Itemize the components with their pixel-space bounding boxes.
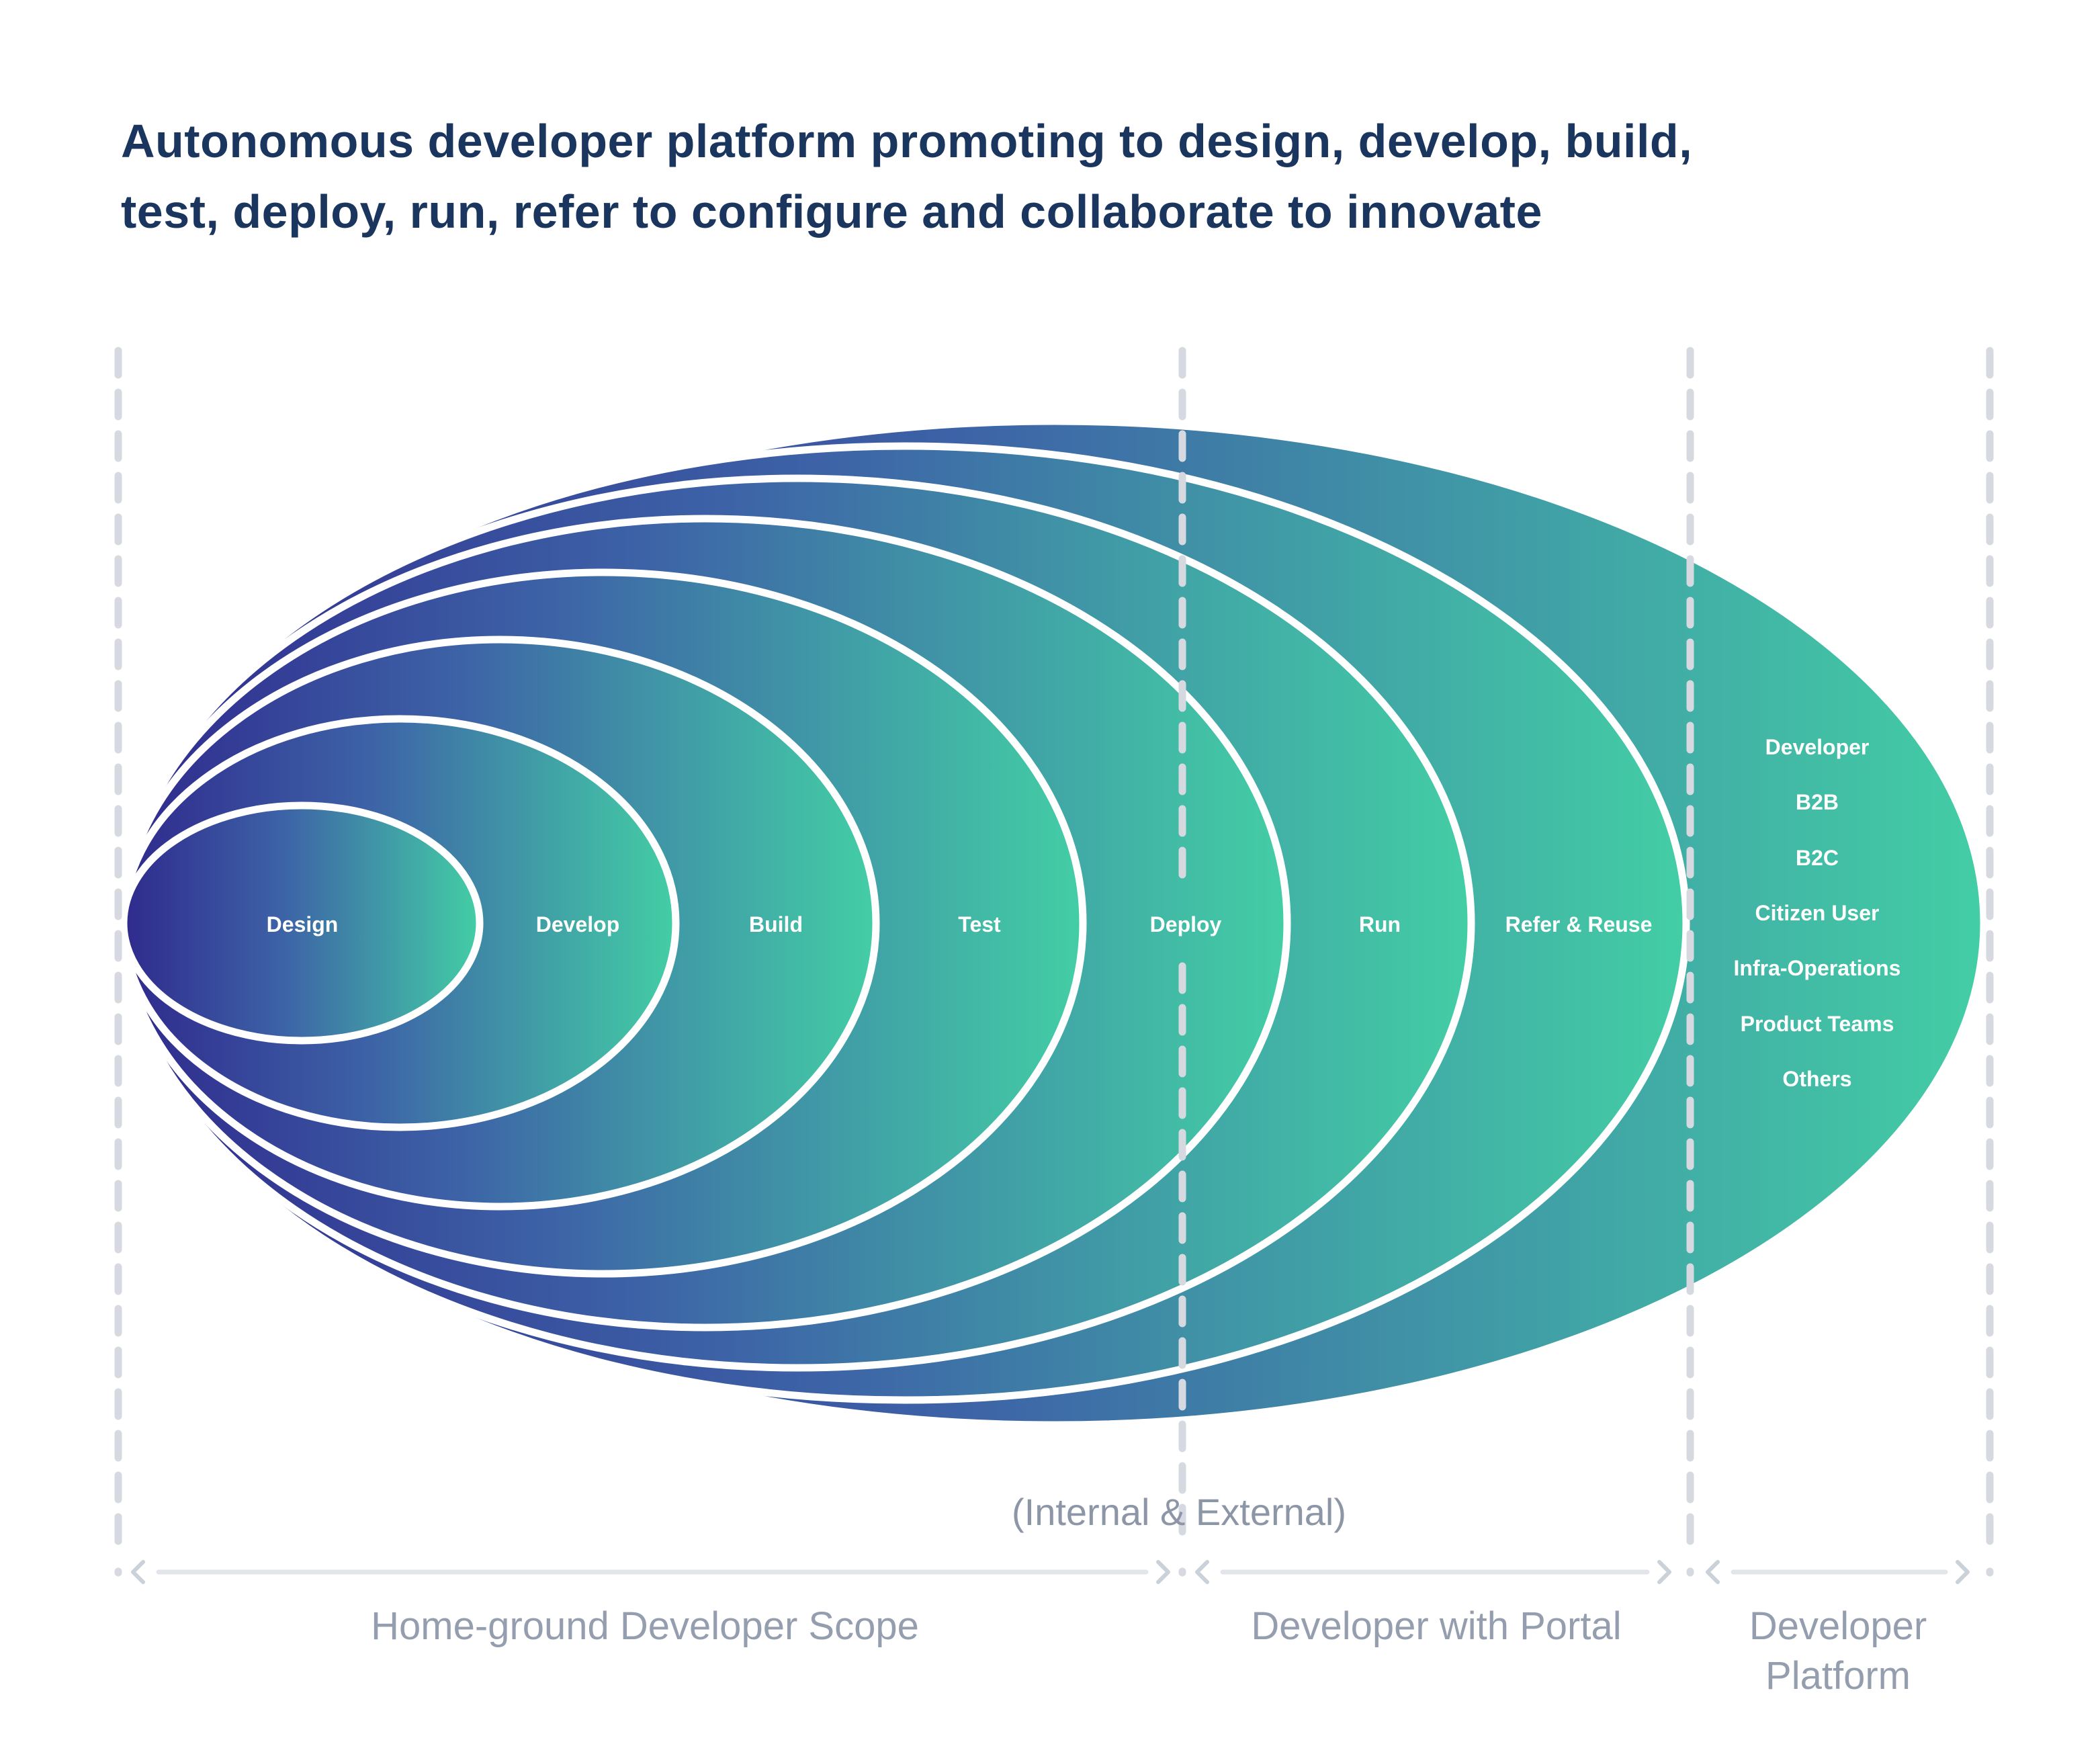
audience-list: Developer B2B B2C Citizen User Infra-Ope… [1734,735,1901,1091]
arrow-left-chevron-icon [131,1560,145,1584]
arrow-right-chevron-icon [1156,1560,1170,1584]
ring-label-deploy: Deploy [1150,912,1222,937]
audience-item-product-teams: Product Teams [1741,1012,1894,1036]
section-label-developer-with-portal: Developer with Portal [1251,1604,1622,1648]
scope-arrow-platform [1706,1560,1970,1584]
ring-label-develop: Develop [536,912,619,937]
audience-item-b2b: B2B [1796,790,1839,814]
ring-ellipse-design [120,801,484,1045]
section-label-developer-platform: Developer Platform [1749,1604,1927,1698]
arrow-right-chevron-icon [1956,1560,1970,1584]
ring-label-test: Test [958,912,1001,937]
arrow-left-chevron-icon [1195,1560,1209,1584]
ring-label-run: Run [1359,912,1401,937]
ring-label-build: Build [749,912,803,937]
audience-item-citizen-user: Citizen User [1755,901,1880,925]
audience-item-others: Others [1782,1067,1851,1091]
section-label-home-ground-developer-scope: Home-ground Developer Scope [371,1604,919,1648]
internal-external-note: (Internal & External) [1012,1491,1346,1533]
ring-label-refer-reuse: Refer & Reuse [1505,912,1653,937]
page-title-line2: test, deploy, run, refer to configure an… [121,185,1542,238]
audience-item-b2c: B2C [1796,846,1839,870]
arrow-right-chevron-icon [1657,1560,1671,1584]
arrow-left-chevron-icon [1706,1560,1720,1584]
audience-item-developer: Developer [1765,735,1870,759]
scope-arrow-portal [1195,1560,1671,1584]
ring-label-design: Design [267,912,339,937]
audience-item-infra-operations: Infra-Operations [1734,956,1901,980]
scope-arrow-home-ground [131,1560,1170,1584]
page-title-line1: Autonomous developer platform promoting … [121,115,1693,167]
page-title: Autonomous developer platform promoting … [121,106,2015,247]
ring-ellipses [120,417,1988,1429]
section-range-arrows [131,1560,1970,1584]
